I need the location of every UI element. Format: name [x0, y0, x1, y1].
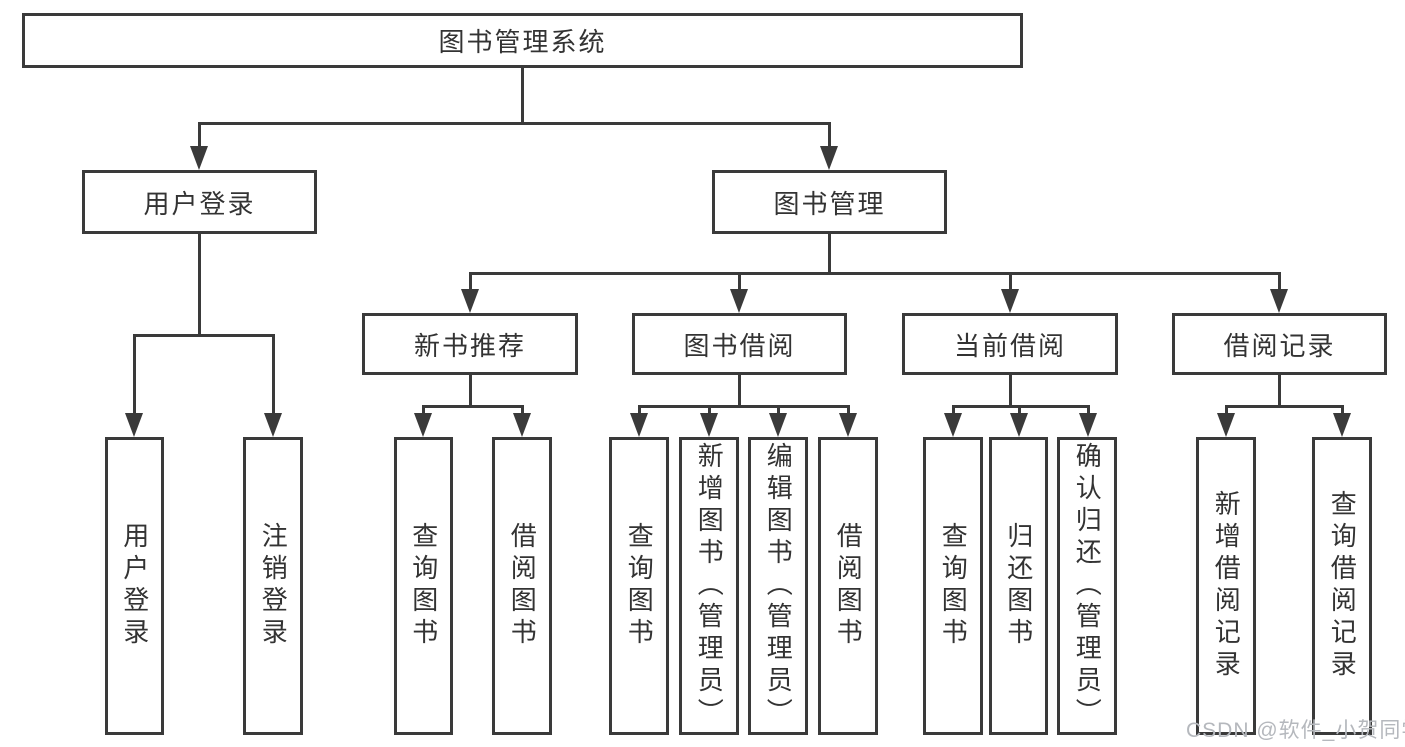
node-new-book-recommend: 新书推荐: [362, 313, 578, 375]
leaf-logout: 注销登录: [243, 437, 303, 735]
leaf-add-book-admin: 新增图书（管理员）: [679, 437, 739, 735]
connector-leaf-drop: [777, 405, 780, 419]
connector-level3-drop: [1009, 272, 1012, 292]
connector-leaf-drop: [1225, 405, 1228, 419]
arrow-down-icon: [630, 413, 648, 437]
connector-leaf-drop: [272, 334, 275, 418]
node-book-management: 图书管理: [712, 170, 947, 234]
node-current-borrow: 当前借阅: [902, 313, 1118, 375]
connector-records-rail: [1225, 405, 1344, 408]
csdn-watermark: CSDN @软件_小贺同学: [1186, 719, 1405, 742]
connector-leaf-drop: [422, 405, 425, 419]
arrow-down-icon: [769, 413, 787, 437]
connector-recommend-rail: [422, 405, 524, 408]
connector-borrow-rail: [638, 405, 850, 408]
leaf-query-borrow-record: 查询借阅记录: [1312, 437, 1372, 735]
node-book-borrow: 图书借阅: [632, 313, 847, 375]
node-library-system: 图书管理系统: [22, 13, 1023, 68]
connector-level3-drop: [738, 272, 741, 292]
connector-borrow-stem: [738, 375, 741, 408]
connector-leaf-drop: [1087, 405, 1090, 419]
connector-leaf-drop: [521, 405, 524, 419]
arrow-down-icon: [730, 289, 748, 313]
leaf-edit-book-admin: 编辑图书（管理员）: [748, 437, 808, 735]
leaf-user-login: 用户登录: [105, 437, 164, 735]
leaf-query-books-recommend: 查询图书: [394, 437, 453, 735]
arrow-down-icon: [1001, 289, 1019, 313]
leaf-borrow-books-recommend: 借阅图书: [492, 437, 552, 735]
leaf-query-books-borrow: 查询图书: [609, 437, 669, 735]
connector-book-mgmt-drop: [828, 122, 831, 150]
arrow-down-icon: [1079, 413, 1097, 437]
arrow-down-icon: [1217, 413, 1235, 437]
arrow-down-icon: [1270, 289, 1288, 313]
connector-leaf-drop: [1341, 405, 1344, 419]
connector-recommend-stem: [469, 375, 472, 408]
connector-leaf-drop: [133, 334, 136, 418]
arrow-down-icon: [1010, 413, 1028, 437]
connector-user-login-stem: [198, 234, 201, 337]
leaf-add-borrow-record: 新增借阅记录: [1196, 437, 1256, 735]
node-borrow-records: 借阅记录: [1172, 313, 1387, 375]
leaf-borrow-books: 借阅图书: [818, 437, 878, 735]
leaf-confirm-return-admin: 确认归还（管理员）: [1057, 437, 1117, 735]
connector-level3-rail: [469, 272, 1280, 275]
arrow-down-icon: [700, 413, 718, 437]
arrow-down-icon: [513, 413, 531, 437]
arrow-down-icon: [944, 413, 962, 437]
connector-leaf-drop: [1018, 405, 1021, 419]
connector-user-login-rail: [133, 334, 274, 337]
arrow-down-icon: [461, 289, 479, 313]
connector-user-login-drop: [198, 122, 201, 150]
connector-leaf-drop: [847, 405, 850, 419]
arrow-down-icon: [414, 413, 432, 437]
arrow-down-icon: [820, 146, 838, 170]
connector-leaf-drop: [708, 405, 711, 419]
connector-root-stem: [521, 68, 524, 125]
connector-book-mgmt-stem: [828, 234, 831, 275]
connector-leaf-drop: [952, 405, 955, 419]
connector-level3-drop: [1278, 272, 1281, 292]
arrow-down-icon: [125, 413, 143, 437]
arrow-down-icon: [264, 413, 282, 437]
arrow-down-icon: [839, 413, 857, 437]
connector-current-rail: [952, 405, 1090, 408]
leaf-query-books-current: 查询图书: [923, 437, 983, 735]
connector-level2-rail: [198, 122, 831, 125]
connector-level3-drop: [469, 272, 472, 292]
connector-current-stem: [1009, 375, 1012, 408]
connector-leaf-drop: [638, 405, 641, 419]
node-user-login: 用户登录: [82, 170, 317, 234]
connector-records-stem: [1278, 375, 1281, 408]
arrow-down-icon: [190, 146, 208, 170]
arrow-down-icon: [1333, 413, 1351, 437]
leaf-return-book: 归还图书: [989, 437, 1048, 735]
